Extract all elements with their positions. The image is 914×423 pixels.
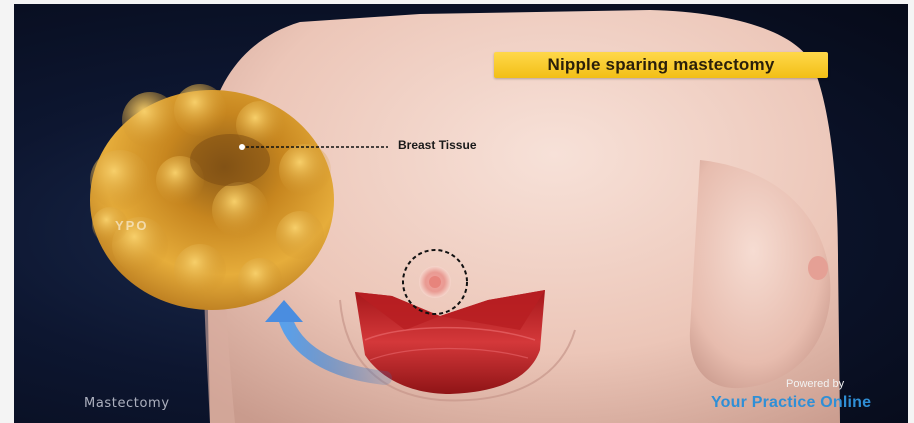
powered-by-label: Powered by: [786, 378, 844, 390]
frame-border-left: [0, 0, 14, 423]
intact-nipple: [808, 256, 828, 280]
frame-border-right: [908, 0, 914, 423]
brand-logo-text: Your Practice Online: [711, 394, 871, 412]
frame-border-top: [0, 0, 914, 4]
watermark-logo: YPO: [115, 218, 148, 233]
title-banner: Nipple sparing mastectomy: [494, 52, 828, 78]
tissue-pointer-dot: [239, 144, 245, 150]
scene-caption: Mastectomy: [84, 396, 170, 411]
page-title: Nipple sparing mastectomy: [547, 55, 774, 75]
breast-tissue-label: Breast Tissue: [398, 138, 477, 152]
